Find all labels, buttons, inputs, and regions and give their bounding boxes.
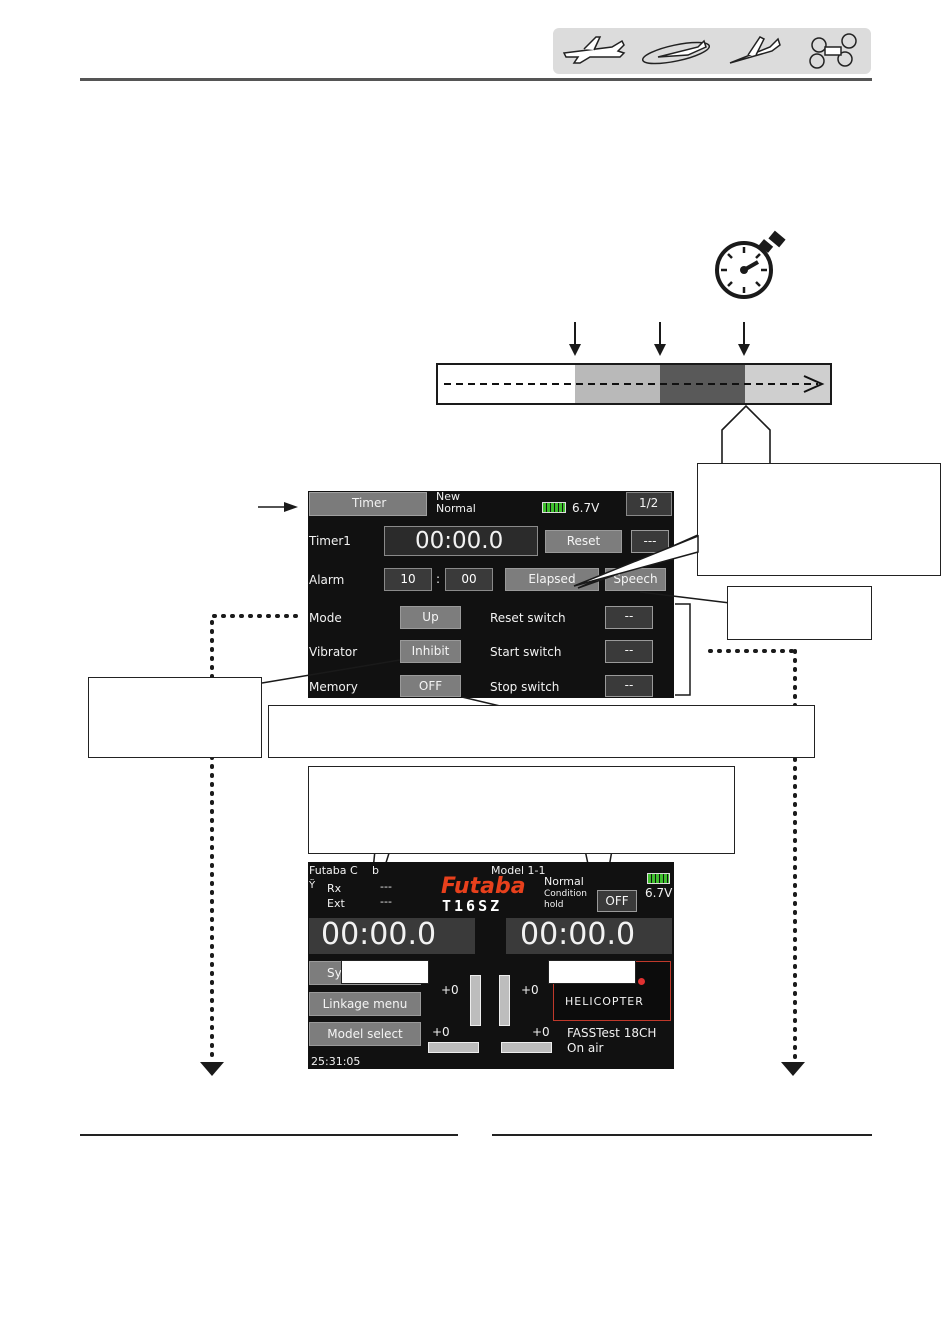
model-name: New xyxy=(436,490,460,503)
footer-rule-right xyxy=(492,1134,872,1136)
ext-value: --- xyxy=(380,895,392,908)
note-box-top-right xyxy=(697,463,941,576)
label-cover-right xyxy=(548,960,636,984)
timer-title: Timer xyxy=(352,496,387,510)
hold-button[interactable]: OFF xyxy=(597,890,637,912)
system-name: Futaba C xyxy=(309,864,358,877)
note-box-top-right-pointer xyxy=(573,534,699,587)
trim-right-vertical xyxy=(499,975,510,1026)
mode-label: Mode xyxy=(309,611,342,625)
mode-button[interactable]: Up xyxy=(400,606,461,629)
timer-mode-button[interactable]: --- xyxy=(631,530,669,553)
glider-icon xyxy=(641,39,711,65)
memory-button[interactable]: OFF xyxy=(400,675,461,697)
vibrator-label: Vibrator xyxy=(309,645,358,659)
page-indicator-button[interactable]: 1/2 xyxy=(626,492,672,516)
timer-display[interactable]: 00:00.0 xyxy=(384,526,538,556)
battery-voltage: 6.7V xyxy=(572,501,600,515)
timer2-value: 00:00.0 xyxy=(520,917,636,952)
stopwatch-icon xyxy=(715,230,786,299)
note-box-memory xyxy=(268,705,815,758)
start-switch-label: Start switch xyxy=(490,645,562,659)
timer2-display[interactable]: 00:00.0 xyxy=(506,917,672,954)
page-indicator: 1/2 xyxy=(639,496,659,510)
antenna-icon: Ÿ xyxy=(309,880,316,891)
trim-left-vertical-value: +0 xyxy=(441,983,459,997)
home-battery-voltage: 6.7V xyxy=(645,886,673,900)
note-box-home-timers xyxy=(308,766,735,854)
footer-rule-left xyxy=(80,1134,458,1136)
trim-left-vertical xyxy=(470,975,481,1026)
on-air-label: On air xyxy=(567,1041,604,1055)
condition-hold-2: hold xyxy=(544,900,564,910)
timer-name-label: Timer1 xyxy=(309,534,351,548)
battery-icon xyxy=(542,502,566,513)
condition-label: Normal xyxy=(544,875,584,888)
reset-switch-button[interactable]: -- xyxy=(605,606,653,629)
alarm-timeline-diagram xyxy=(436,322,832,405)
trim-right-horizontal-value: +0 xyxy=(532,1025,550,1039)
rx-value: --- xyxy=(380,880,392,893)
vibrator-button[interactable]: Inhibit xyxy=(400,640,461,663)
product-logo: T16SZ xyxy=(442,897,503,915)
timer-title-button[interactable]: Timer xyxy=(309,492,427,516)
model-label: Model 1-1 xyxy=(491,864,546,877)
model-select-button[interactable]: Model select xyxy=(309,1022,421,1046)
alarm-minutes-field[interactable]: 10 xyxy=(384,568,432,591)
fasstest-label: FASSTest 18CH xyxy=(567,1026,657,1040)
start-switch-button[interactable]: -- xyxy=(605,640,653,663)
alarm-label: Alarm xyxy=(309,573,345,587)
multicopter-icon xyxy=(809,33,857,69)
alarm-colon: : xyxy=(436,572,441,586)
airplane-icon xyxy=(562,36,626,64)
alarm-seconds-field[interactable]: 00 xyxy=(445,568,493,591)
home-battery-icon xyxy=(647,873,670,884)
ext-label: Ext xyxy=(327,897,345,910)
trim-right-horizontal xyxy=(501,1042,552,1053)
timer-settings-screen xyxy=(308,491,674,698)
timer1-value: 00:00.0 xyxy=(321,917,437,952)
sailplane-icon xyxy=(729,36,781,64)
timeline-pointer xyxy=(721,404,771,466)
condition-hold-1: Condition xyxy=(544,889,587,899)
rx-label: Rx xyxy=(327,882,342,895)
reset-switch-label: Reset switch xyxy=(490,611,566,625)
note-box-speech xyxy=(727,586,872,640)
condition-name: Normal xyxy=(436,502,476,515)
stop-switch-button[interactable]: -- xyxy=(605,675,653,697)
clock: 25:31:05 xyxy=(311,1055,361,1068)
header-rule xyxy=(80,78,872,81)
reset-button[interactable]: Reset xyxy=(545,530,622,553)
label-cover-left xyxy=(341,960,429,984)
trim-left-horizontal-value: +0 xyxy=(432,1025,450,1039)
heli-label: HELICOPTER xyxy=(565,995,644,1008)
brand-logo: Futaba xyxy=(441,874,526,899)
note-box-vibrator xyxy=(88,677,262,758)
trim-right-vertical-value: +0 xyxy=(521,983,539,997)
memory-label: Memory xyxy=(309,680,358,694)
system-name-tail: b xyxy=(372,864,379,877)
timer1-display[interactable]: 00:00.0 xyxy=(309,917,475,954)
heli-dot xyxy=(638,978,645,985)
trim-left-horizontal xyxy=(428,1042,479,1053)
stop-switch-label: Stop switch xyxy=(490,680,560,694)
timer-value: 00:00.0 xyxy=(415,528,504,554)
linkage-menu-button[interactable]: Linkage menu xyxy=(309,992,421,1016)
